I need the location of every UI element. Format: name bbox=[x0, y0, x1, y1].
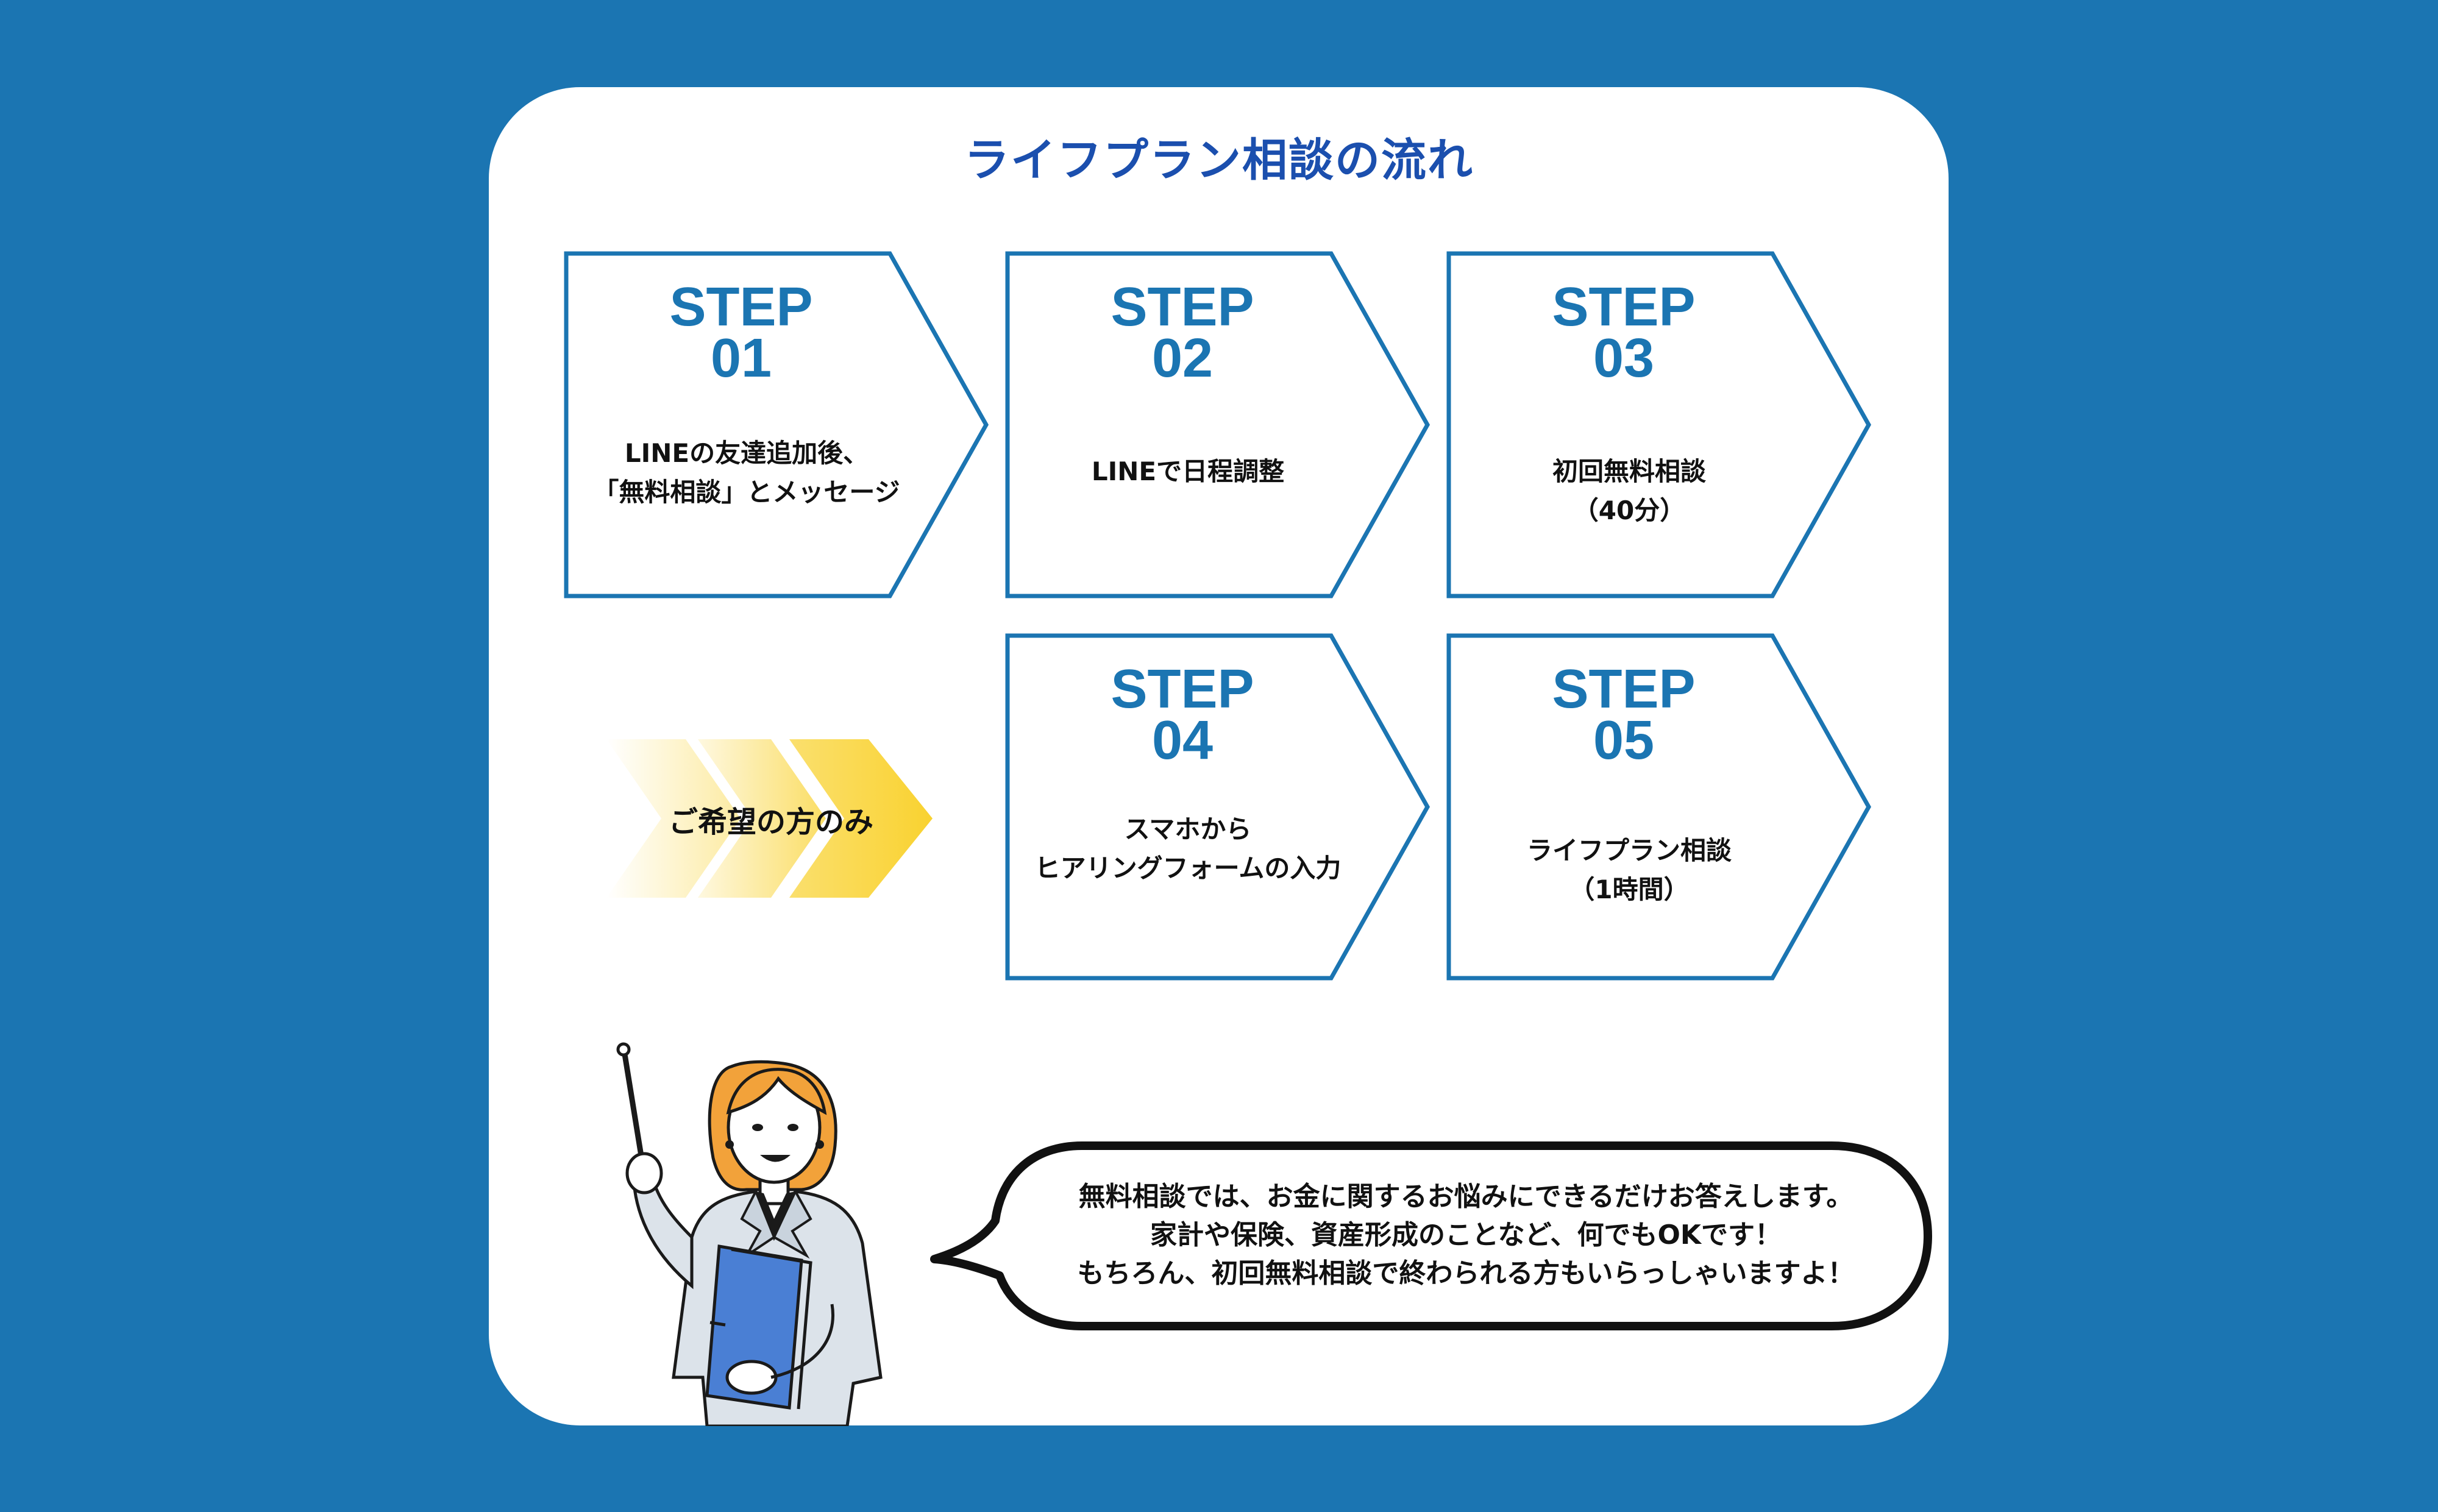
step-description: スマホから ヒアリングフォームの入力 bbox=[1034, 814, 1342, 883]
step-04-box: STEP 04 スマホから ヒアリングフォームの入力 bbox=[1005, 633, 1432, 981]
optional-label: ご希望の方のみ bbox=[668, 805, 873, 839]
step-01-box: STEP 01 LINEの友達追加後、 「無料相談」とメッセージ bbox=[564, 251, 990, 598]
step-02-box: STEP 02 LINEで日程調整 bbox=[1005, 251, 1432, 598]
step-description: 初回無料相談 （40分） bbox=[1552, 456, 1706, 525]
chevron-shape-icon bbox=[1005, 251, 1430, 598]
chevron-shape-icon bbox=[564, 251, 989, 598]
step-label: STEP bbox=[1552, 659, 1696, 720]
step-description: ライフプラン相談 （1時間） bbox=[1526, 836, 1732, 904]
step-description: LINEで日程調整 bbox=[1091, 456, 1285, 486]
step-number: 03 bbox=[1593, 328, 1655, 389]
step-03-box: STEP 03 初回無料相談 （40分） bbox=[1446, 251, 1873, 598]
speech-bubble: 無料相談では、お金に関するお悩みにできるだけお答えします。 家計や保険、資産形成… bbox=[929, 1138, 1935, 1333]
step-number: 02 bbox=[1151, 328, 1214, 389]
step-label: STEP bbox=[1111, 277, 1254, 338]
step-number: 01 bbox=[710, 328, 772, 389]
step-05-box: STEP 05 ライフプラン相談 （1時間） bbox=[1446, 633, 1873, 981]
woman-with-pointer-illustration-icon bbox=[616, 1042, 883, 1426]
chevron-shape-icon bbox=[1446, 633, 1872, 981]
speech-line: 無料相談では、お金に関するお悩みにできるだけお答えします。 bbox=[1078, 1181, 1853, 1212]
chevron-shape-icon bbox=[1446, 251, 1872, 598]
step-label: STEP bbox=[1111, 659, 1254, 720]
speech-line: もちろん、初回無料相談で終わられる方もいらっしゃいますよ！ bbox=[1077, 1258, 1855, 1289]
chevron-shape-icon bbox=[1005, 633, 1430, 981]
triple-chevron-icon bbox=[606, 739, 933, 898]
speech-text: 無料相談では、お金に関するお悩みにできるだけお答えします。 家計や保険、資産形成… bbox=[1009, 1177, 1923, 1293]
step-description: LINEの友達追加後、 「無料相談」とメッセージ bbox=[593, 438, 900, 507]
optional-arrow: ご希望の方のみ bbox=[594, 739, 936, 898]
step-label: STEP bbox=[1552, 277, 1696, 338]
speech-bubble-shape-icon bbox=[930, 1141, 1932, 1330]
step-number: 05 bbox=[1593, 710, 1655, 771]
step-label: STEP bbox=[669, 277, 813, 338]
step-number: 04 bbox=[1151, 710, 1214, 771]
speech-line: 家計や保険、資産形成のことなど、何でもOKです！ bbox=[1150, 1219, 1782, 1251]
page-title: ライフプラン相談の流れ bbox=[964, 134, 1474, 186]
